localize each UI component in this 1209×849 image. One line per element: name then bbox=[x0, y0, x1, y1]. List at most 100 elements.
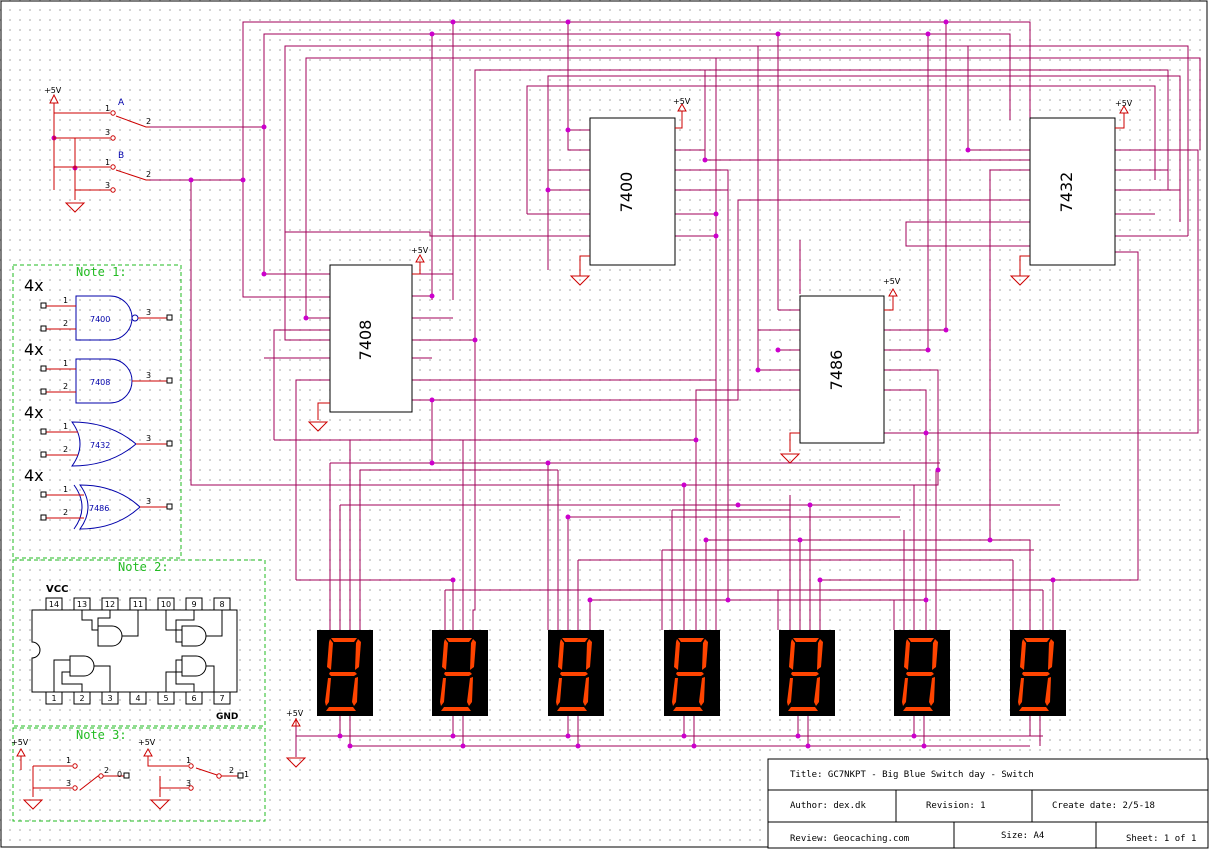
note3-box bbox=[12, 727, 266, 822]
vcc-arrow-icon bbox=[415, 253, 425, 263]
pinout-gnd-label: GND bbox=[216, 712, 238, 722]
pin-number: 7 bbox=[219, 694, 224, 703]
chip-7432: 7432 +5V bbox=[1009, 99, 1133, 286]
chip-7486-label: 7486 bbox=[827, 350, 846, 391]
title-block-revision: Revision: 1 bbox=[926, 801, 986, 811]
switch-a-pin2: 2 bbox=[146, 117, 151, 126]
title-block-size: Size: A4 bbox=[1001, 831, 1045, 841]
gate-pin: 1 bbox=[63, 422, 68, 431]
seven-segment-display bbox=[1010, 630, 1066, 716]
pin-number: 12 bbox=[105, 600, 115, 609]
note3-out1: 1 bbox=[244, 770, 249, 779]
gate-pin: 3 bbox=[146, 371, 151, 380]
junction-dots bbox=[51, 19, 1056, 749]
vcc-arrow-icon bbox=[291, 717, 301, 727]
note3-pin: 1 bbox=[186, 756, 191, 765]
ground-icon bbox=[779, 453, 801, 464]
gate-nand-label: 7400 bbox=[90, 315, 110, 324]
gate-pin: 3 bbox=[146, 497, 151, 506]
title-block-author: Author: dex.dk bbox=[790, 801, 866, 811]
pin-number: 11 bbox=[133, 600, 143, 609]
switch-a-pin3: 3 bbox=[105, 128, 110, 137]
gate-pin: 1 bbox=[63, 359, 68, 368]
gate-pin: 2 bbox=[63, 319, 68, 328]
chip-7408: 7408 +5V bbox=[307, 246, 429, 432]
switch-a-label: A bbox=[118, 98, 125, 108]
chip-7486: 7486 +5V bbox=[779, 277, 901, 464]
pin-number: 3 bbox=[107, 694, 112, 703]
switch-b-pin2: 2 bbox=[146, 170, 151, 179]
vcc-arrow-icon bbox=[49, 93, 59, 104]
note3-switches: Note 3: +5V 1 3 2 0 +5V 1 bbox=[11, 727, 266, 822]
seven-segment-display bbox=[779, 630, 835, 716]
gate-pin: 2 bbox=[63, 508, 68, 517]
seven-segment-display bbox=[432, 630, 488, 716]
switch-b-label: B bbox=[118, 151, 124, 161]
pinout-vcc-label: VCC bbox=[46, 584, 68, 595]
gate-pin: 1 bbox=[63, 296, 68, 305]
pin-number: 14 bbox=[49, 600, 59, 609]
display-ground: +5V bbox=[285, 709, 307, 768]
gate-and-label: 7408 bbox=[90, 378, 110, 387]
vcc-arrow-icon bbox=[1119, 104, 1129, 114]
input-switches: +5V A B 1 3 2 1 3 2 bbox=[44, 86, 151, 213]
note3-vcc-1: +5V bbox=[11, 738, 29, 747]
chip-7432-label: 7432 bbox=[1057, 172, 1076, 213]
dip-package bbox=[31, 609, 238, 693]
gate-count: 4x bbox=[24, 466, 44, 485]
chip-7400-label: 7400 bbox=[617, 172, 636, 213]
seven-segment-display bbox=[894, 630, 950, 716]
switch-b-pin3: 3 bbox=[105, 181, 110, 190]
pin-number: 5 bbox=[163, 694, 168, 703]
ground-icon bbox=[64, 202, 86, 213]
note3-pin: 2 bbox=[229, 766, 234, 775]
switch-a-pin1: 1 bbox=[105, 104, 110, 113]
chip-7486-vcc: +5V bbox=[883, 277, 901, 286]
title-block-create-date: Create date: 2/5-18 bbox=[1052, 801, 1155, 811]
gate-count: 4x bbox=[24, 276, 44, 295]
note2-pinout: Note 2: VCC GND 14 13 12 11 10 9 8 1 2 3… bbox=[12, 559, 266, 727]
gate-count: 4x bbox=[24, 403, 44, 422]
note3-vcc-2: +5V bbox=[138, 738, 156, 747]
ground-icon bbox=[1009, 275, 1031, 286]
ground-icon bbox=[22, 799, 44, 810]
title-block-review: Review: Geocaching.com bbox=[790, 834, 910, 844]
gate-xor-label: 7486 bbox=[89, 504, 109, 513]
pin-number: 1 bbox=[51, 694, 56, 703]
chip-7400: 7400 +5V bbox=[569, 97, 691, 286]
note1-gates: Note 1: 4x 7400 1 2 3 4x 7408 1 2 3 4x bbox=[12, 264, 182, 559]
display-vcc-label: +5V bbox=[286, 709, 304, 718]
ground-icon bbox=[307, 421, 329, 432]
title-block bbox=[767, 758, 1209, 849]
note1-box bbox=[12, 264, 182, 559]
vcc-arrow-icon bbox=[888, 287, 898, 297]
chip-7408-label: 7408 bbox=[356, 320, 375, 361]
note3-pin: 2 bbox=[104, 766, 109, 775]
pin-number: 8 bbox=[219, 600, 224, 609]
vcc-label: +5V bbox=[44, 86, 62, 95]
gate-pin: 3 bbox=[146, 308, 151, 317]
chip-7400-vcc: +5V bbox=[673, 97, 691, 106]
seven-segment-display bbox=[317, 630, 373, 716]
gate-pin: 2 bbox=[63, 445, 68, 454]
vcc-arrow-icon bbox=[677, 102, 687, 112]
note3-out0: 0 bbox=[117, 770, 122, 779]
seven-segment-display bbox=[664, 630, 720, 716]
note1-title: Note 1: bbox=[76, 265, 127, 279]
gate-or-label: 7432 bbox=[90, 441, 110, 450]
gate-pin: 2 bbox=[63, 382, 68, 391]
chip-7408-vcc: +5V bbox=[411, 246, 429, 255]
pin-number: 6 bbox=[191, 694, 196, 703]
ground-icon bbox=[569, 275, 591, 286]
ground-icon bbox=[149, 799, 171, 810]
pin-number: 4 bbox=[135, 694, 140, 703]
note3-title: Note 3: bbox=[76, 728, 127, 742]
title-block-title: Title: GC7NKPT - Big Blue Switch day - S… bbox=[790, 770, 1034, 780]
pin-number: 9 bbox=[191, 600, 196, 609]
switch-b-pin1: 1 bbox=[105, 158, 110, 167]
note2-title: Note 2: bbox=[118, 560, 169, 574]
gate-count: 4x bbox=[24, 340, 44, 359]
